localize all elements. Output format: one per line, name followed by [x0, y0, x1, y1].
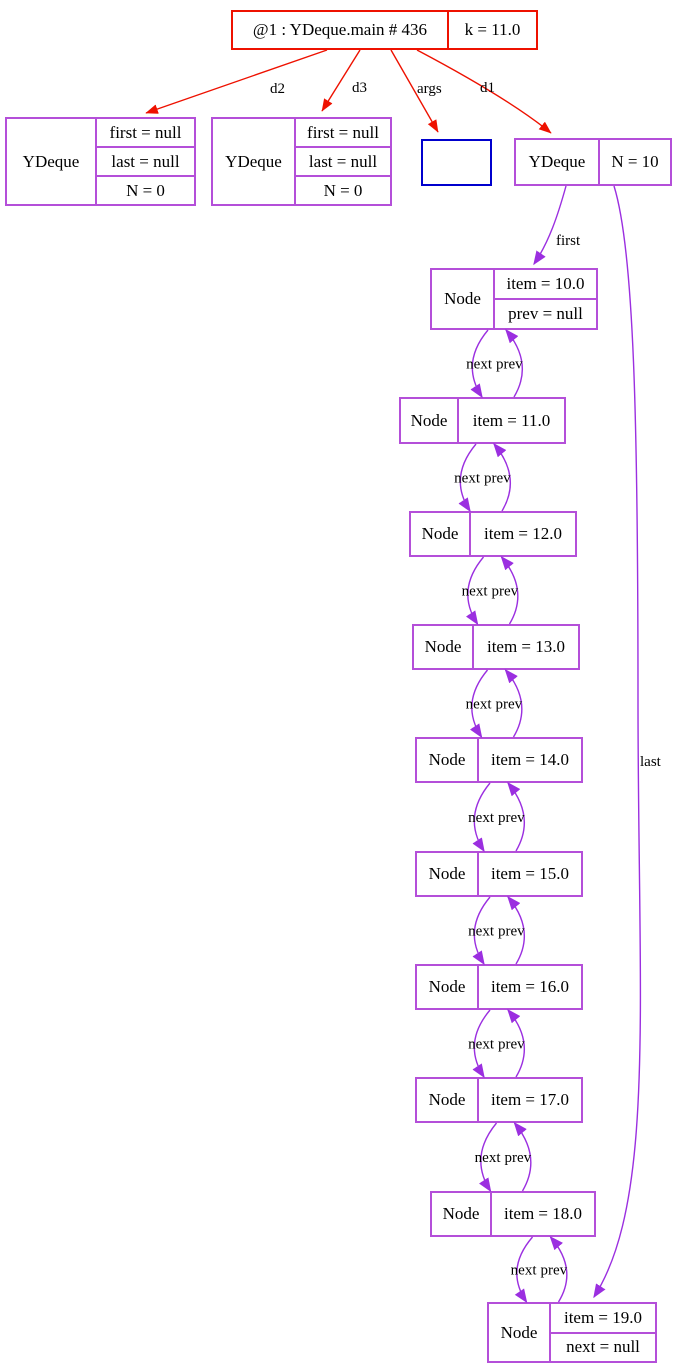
edge-args [390, 49, 439, 133]
edge-label-next: next [468, 810, 495, 826]
edge-label-next: next [468, 924, 495, 940]
node-field: item = 16.0 [490, 977, 570, 996]
edge-prev-2 [500, 555, 519, 625]
edge-label-prev: prev [505, 1150, 532, 1166]
args-array-box [421, 139, 492, 186]
node-type-label: Node [417, 853, 479, 895]
node-type-label: Node [417, 739, 479, 781]
deque-d3-box: YDeque first = null last = null N = 0 [211, 117, 392, 206]
edge-label-d2: d2 [270, 81, 285, 97]
edge-label-next: next [466, 697, 493, 713]
edge-d3 [321, 49, 361, 112]
edge-prev-4 [507, 781, 525, 852]
edge-prev-5 [507, 895, 525, 965]
node-type-label: Node [411, 513, 471, 555]
node-field: prev = null [508, 304, 583, 323]
edge-prev-8 [549, 1235, 568, 1303]
node-type-label: Node [432, 1193, 492, 1235]
node-field: item = 14.0 [490, 750, 570, 769]
edge-label-next: next [454, 471, 481, 487]
edge-label-next: next [466, 357, 493, 373]
node-field: item = 10.0 [495, 270, 596, 300]
edge-label-args: args [417, 81, 442, 97]
edge-first [533, 185, 567, 266]
node-box-3: Node item = 13.0 [412, 624, 580, 670]
edge-label-next: next [462, 584, 489, 600]
edge-prev-0 [505, 328, 523, 398]
edge-next-5 [472, 896, 491, 966]
edge-label-d1: d1 [480, 80, 495, 96]
stack-frame-k-field: k = 11.0 [447, 12, 536, 48]
deque-d2-type-label: YDeque [7, 119, 97, 204]
edge-label-prev: prev [492, 584, 519, 600]
edge-next-2 [465, 556, 485, 626]
node-type-label: Node [417, 1079, 479, 1121]
edge-next-4 [472, 782, 491, 853]
node-type-label: Node [401, 399, 459, 442]
deque-d1-n-field: N = 10 [611, 152, 659, 171]
deque-d1-box: YDeque N = 10 [514, 138, 672, 186]
edge-d1 [416, 49, 552, 134]
edge-last [593, 185, 642, 1299]
node-box-4: Node item = 14.0 [415, 737, 583, 783]
edge-label-d3: d3 [352, 80, 367, 96]
node-box-8: Node item = 18.0 [430, 1191, 596, 1237]
node-field: item = 19.0 [551, 1304, 655, 1334]
node-field: item = 17.0 [490, 1090, 570, 1109]
deque-d2-first-field: first = null [97, 119, 194, 148]
edge-label-first: first [556, 233, 581, 249]
deque-d2-n-field: N = 0 [126, 180, 165, 200]
edge-next-0 [470, 329, 489, 399]
node-field: item = 13.0 [486, 637, 566, 656]
edge-label-prev: prev [541, 1263, 568, 1279]
node-type-label: Node [432, 270, 495, 328]
edge-prev-1 [493, 442, 511, 512]
edge-prev-7 [513, 1121, 532, 1192]
node-type-label: Node [489, 1304, 551, 1361]
edge-label-prev: prev [484, 471, 511, 487]
deque-d3-type-label: YDeque [213, 119, 296, 204]
stack-frame-box: @1 : YDeque.main # 436 k = 11.0 [231, 10, 538, 50]
node-box-6: Node item = 16.0 [415, 964, 583, 1010]
edge-next-8 [514, 1236, 534, 1304]
deque-d1-type-label: YDeque [516, 140, 600, 184]
edge-label-prev: prev [498, 810, 525, 826]
node-field: item = 12.0 [483, 524, 563, 543]
edge-label-prev: prev [498, 1037, 525, 1053]
node-type-label: Node [414, 626, 474, 668]
edge-label-prev: prev [496, 697, 523, 713]
deque-d2-last-field: last = null [97, 148, 194, 177]
edge-next-3 [469, 669, 489, 739]
node-type-label: Node [417, 966, 479, 1008]
edge-label-next: next [468, 1037, 495, 1053]
node-box-5: Node item = 15.0 [415, 851, 583, 897]
edge-label-last: last [640, 754, 662, 770]
edge-prev-3 [504, 668, 523, 738]
node-box-2: Node item = 12.0 [409, 511, 577, 557]
edge-label-next: next [511, 1263, 538, 1279]
node-field: item = 11.0 [472, 410, 551, 430]
node-box-7: Node item = 17.0 [415, 1077, 583, 1123]
node-field: item = 15.0 [490, 864, 570, 883]
deque-d3-last-field: last = null [296, 148, 390, 177]
deque-d3-n-field: N = 0 [323, 180, 363, 200]
edge-next-7 [478, 1122, 498, 1193]
edge-label-next: next [475, 1150, 502, 1166]
node-field: item = 18.0 [503, 1204, 583, 1223]
node-field: next = null [566, 1337, 640, 1357]
stack-frame-title: @1 : YDeque.main # 436 [252, 20, 428, 39]
node-box-1: Node item = 11.0 [399, 397, 566, 444]
edge-next-1 [458, 443, 477, 513]
deque-d3-first-field: first = null [296, 119, 390, 148]
deque-d2-box: YDeque first = null last = null N = 0 [5, 117, 196, 206]
edge-label-prev: prev [498, 924, 525, 940]
edge-prev-6 [507, 1008, 525, 1078]
edge-label-prev: prev [496, 357, 523, 373]
edge-d2 [145, 49, 328, 114]
edge-next-6 [472, 1009, 491, 1079]
